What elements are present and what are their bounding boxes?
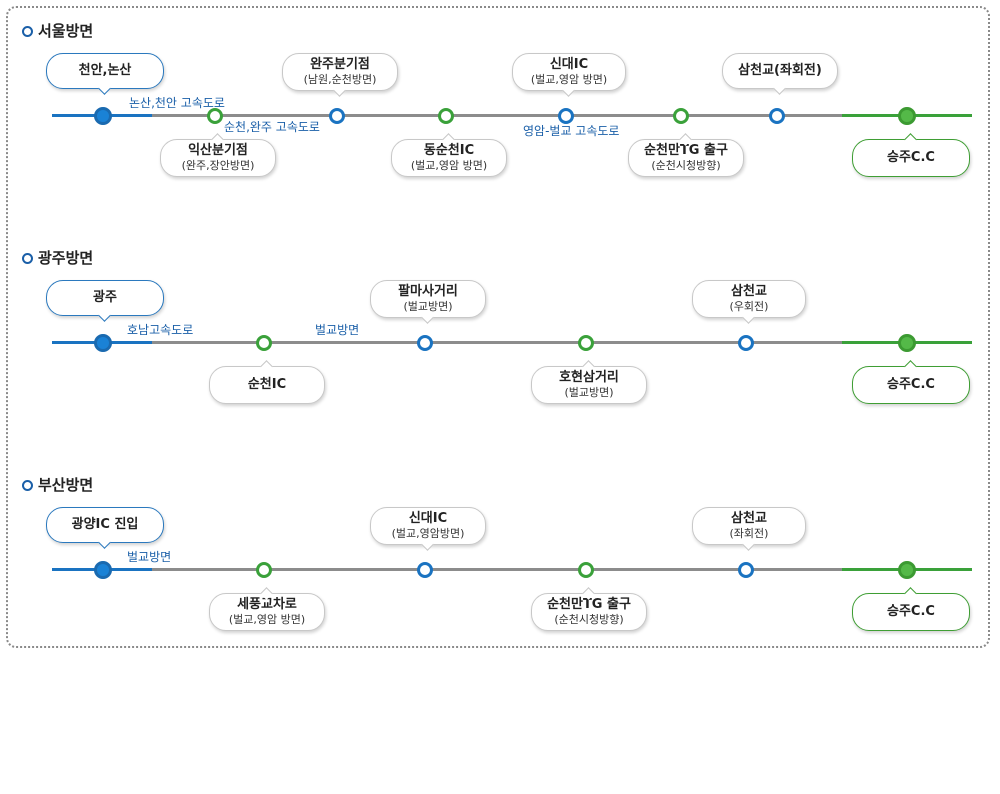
stop-bubble: 팔마사거리 (벌교방면) xyxy=(370,280,486,324)
stop-node xyxy=(207,108,223,124)
stop-node xyxy=(738,562,754,578)
route-label: 논산,천안 고속도로 xyxy=(129,96,225,110)
stop-node xyxy=(578,335,594,351)
line-busan: 벌교방면 광양IC 진입 신대IC (벌교,영암방면) 삼천교 (좌회전) 세풍… xyxy=(0,507,1000,794)
stop-bubble: 세풍교차로 (벌교,영암 방면) xyxy=(209,587,325,631)
stop-bubble: 순천IC xyxy=(209,360,325,404)
route-label: 순천,완주 고속도로 xyxy=(224,120,320,134)
stop-node xyxy=(417,335,433,351)
start-node xyxy=(94,334,112,352)
track-gray xyxy=(152,341,842,344)
end-bubble: 승주C.C xyxy=(852,133,970,177)
stop-bubble: 삼천교 (좌회전) xyxy=(692,507,806,551)
stop-node xyxy=(417,562,433,578)
end-node xyxy=(898,561,916,579)
stop-node xyxy=(438,108,454,124)
stop-bubble: 순천만TG 출구 (순천시청방향) xyxy=(628,133,744,177)
section-bullet-icon xyxy=(22,253,33,264)
stop-bubble: 완주분기점 (남원,순천방면) xyxy=(282,53,398,97)
stop-node xyxy=(256,335,272,351)
start-node xyxy=(94,561,112,579)
stop-node xyxy=(673,108,689,124)
stop-node xyxy=(738,335,754,351)
stop-bubble: 익산분기점 (완주,장안방면) xyxy=(160,133,276,177)
start-bubble: 광양IC 진입 xyxy=(46,507,164,549)
track-gray xyxy=(152,568,842,571)
route-label: 호남고속도로 xyxy=(127,323,194,337)
section-busan: 부산방면 xyxy=(0,476,1000,710)
section-bullet-icon xyxy=(22,26,33,37)
section-title: 광주방면 xyxy=(22,247,93,269)
section-title: 서울방면 xyxy=(22,20,93,42)
route-label: 벌교방면 xyxy=(315,323,360,337)
stop-bubble: 삼천교(좌회전) xyxy=(722,53,838,95)
stop-bubble: 순천만TG 출구 (순천시청방향) xyxy=(531,587,647,631)
stop-bubble: 삼천교 (우회전) xyxy=(692,280,806,324)
start-bubble: 천안,논산 xyxy=(46,53,164,95)
stop-node xyxy=(578,562,594,578)
section-seoul: 서울방면 xyxy=(0,22,1000,256)
stop-bubble: 신대IC (벌교,영암방면) xyxy=(370,507,486,551)
track-gray xyxy=(152,114,842,117)
start-bubble: 광주 xyxy=(46,280,164,322)
start-node xyxy=(94,107,112,125)
stop-node xyxy=(769,108,785,124)
route-label: 영암-벌교 고속도로 xyxy=(523,124,620,138)
end-bubble: 승주C.C xyxy=(852,360,970,404)
stop-bubble: 호현삼거리 (벌교방면) xyxy=(531,360,647,404)
map-frame xyxy=(6,6,990,648)
section-bullet-icon xyxy=(22,480,33,491)
line-seoul: 논산,천안 고속도로 순천,완주 고속도로 영암-벌교 고속도로 천안,논산 완… xyxy=(0,53,1000,340)
end-bubble: 승주C.C xyxy=(852,587,970,631)
stop-node xyxy=(256,562,272,578)
stop-bubble: 동순천IC (벌교,영암 방면) xyxy=(391,133,507,177)
stop-node xyxy=(329,108,345,124)
stop-node xyxy=(558,108,574,124)
end-node xyxy=(898,107,916,125)
stop-bubble: 신대IC (벌교,영암 방면) xyxy=(512,53,626,97)
route-label: 벌교방면 xyxy=(127,550,172,564)
section-gwangju: 광주방면 xyxy=(0,249,1000,483)
end-node xyxy=(898,334,916,352)
line-gwangju: 호남고속도로 벌교방면 광주 팔마사거리 (벌교방면) 삼천교 (우회전) 순천… xyxy=(0,280,1000,567)
section-title: 부산방면 xyxy=(22,474,93,496)
